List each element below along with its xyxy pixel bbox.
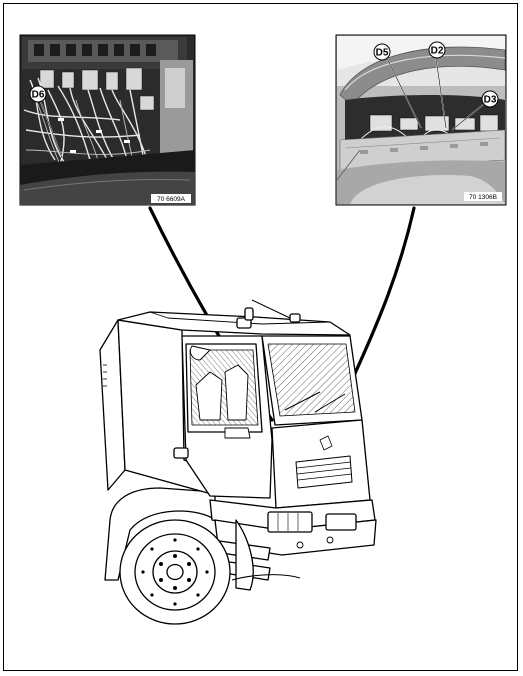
photo-ref-number: 70 6609A — [157, 196, 185, 203]
truck-drawing — [99, 299, 377, 625]
photo-dashboard: D5 D2 D3 70 1306B — [335, 34, 507, 206]
callout-d5: D5 — [376, 48, 389, 59]
photo-wiring-harness: D6 70 6609A — [19, 34, 196, 206]
photo-ref-number: 70 1306B — [469, 194, 497, 201]
callout-d3: D3 — [484, 95, 497, 106]
callout-d2: D2 — [431, 46, 444, 57]
callout-d6: D6 — [32, 90, 45, 101]
